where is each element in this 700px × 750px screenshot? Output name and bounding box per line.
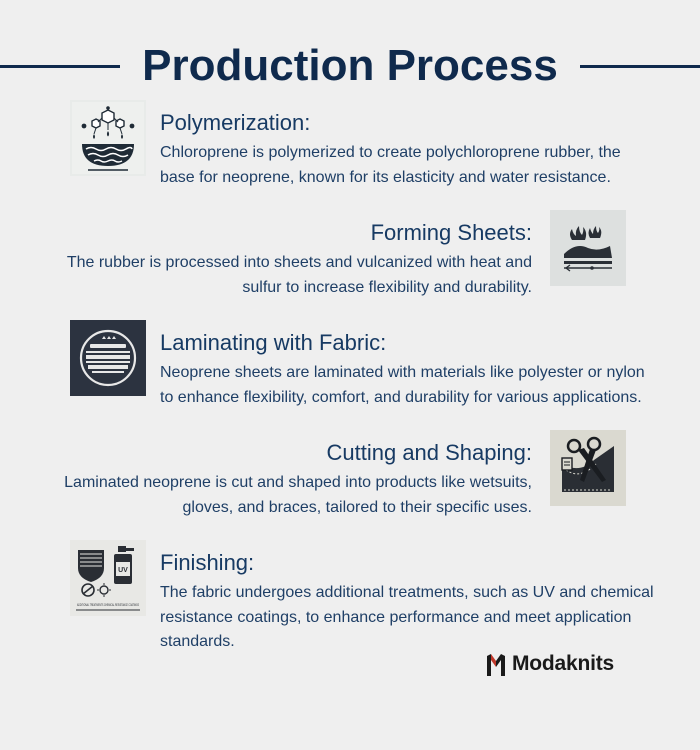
step-description-finishing: The fabric undergoes additional treatmen… — [160, 584, 654, 650]
brand-name: Modaknits — [512, 652, 615, 675]
finishing-treatment-icon: UV ADDITIONAL TREATMENTS CHEMICAL RESIST… — [70, 540, 146, 616]
step-title-forming-sheets: Forming Sheets: — [370, 220, 532, 245]
step-title-finishing: Finishing: — [160, 550, 255, 575]
svg-text:ADDITIONAL TREATMENTS CHEMICAL: ADDITIONAL TREATMENTS CHEMICAL RESISTANC… — [77, 603, 139, 607]
step-description-forming-sheets: The rubber is processed into sheets and … — [66, 254, 532, 296]
brand-logo: Modaknits — [486, 650, 614, 678]
step-title-laminating-fabric: Laminating with Fabric: — [160, 330, 387, 355]
step-description-laminating-fabric: Neoprene sheets are laminated with mater… — [160, 364, 645, 406]
title-rule-left — [0, 65, 120, 68]
scissors-cutting-icon — [550, 430, 626, 506]
title-rule-right — [580, 65, 700, 68]
step-description-cutting-shaping: Laminated neoprene is cut and shaped int… — [64, 474, 532, 516]
page-title: Production Process — [142, 41, 558, 90]
polymer-molecule-icon — [70, 100, 146, 176]
title-row: Production Process — [0, 38, 700, 94]
step-title-polymerization: Polymerization: — [160, 110, 311, 135]
step-description-polymerization: Chloroprene is polymerized to create pol… — [160, 144, 621, 186]
laminated-layers-icon — [70, 320, 146, 396]
vulcanized-sheet-icon — [550, 210, 626, 286]
svg-text:UV: UV — [118, 567, 128, 574]
step-title-cutting-shaping: Cutting and Shaping: — [326, 440, 533, 465]
modaknits-logo-icon — [487, 654, 505, 676]
